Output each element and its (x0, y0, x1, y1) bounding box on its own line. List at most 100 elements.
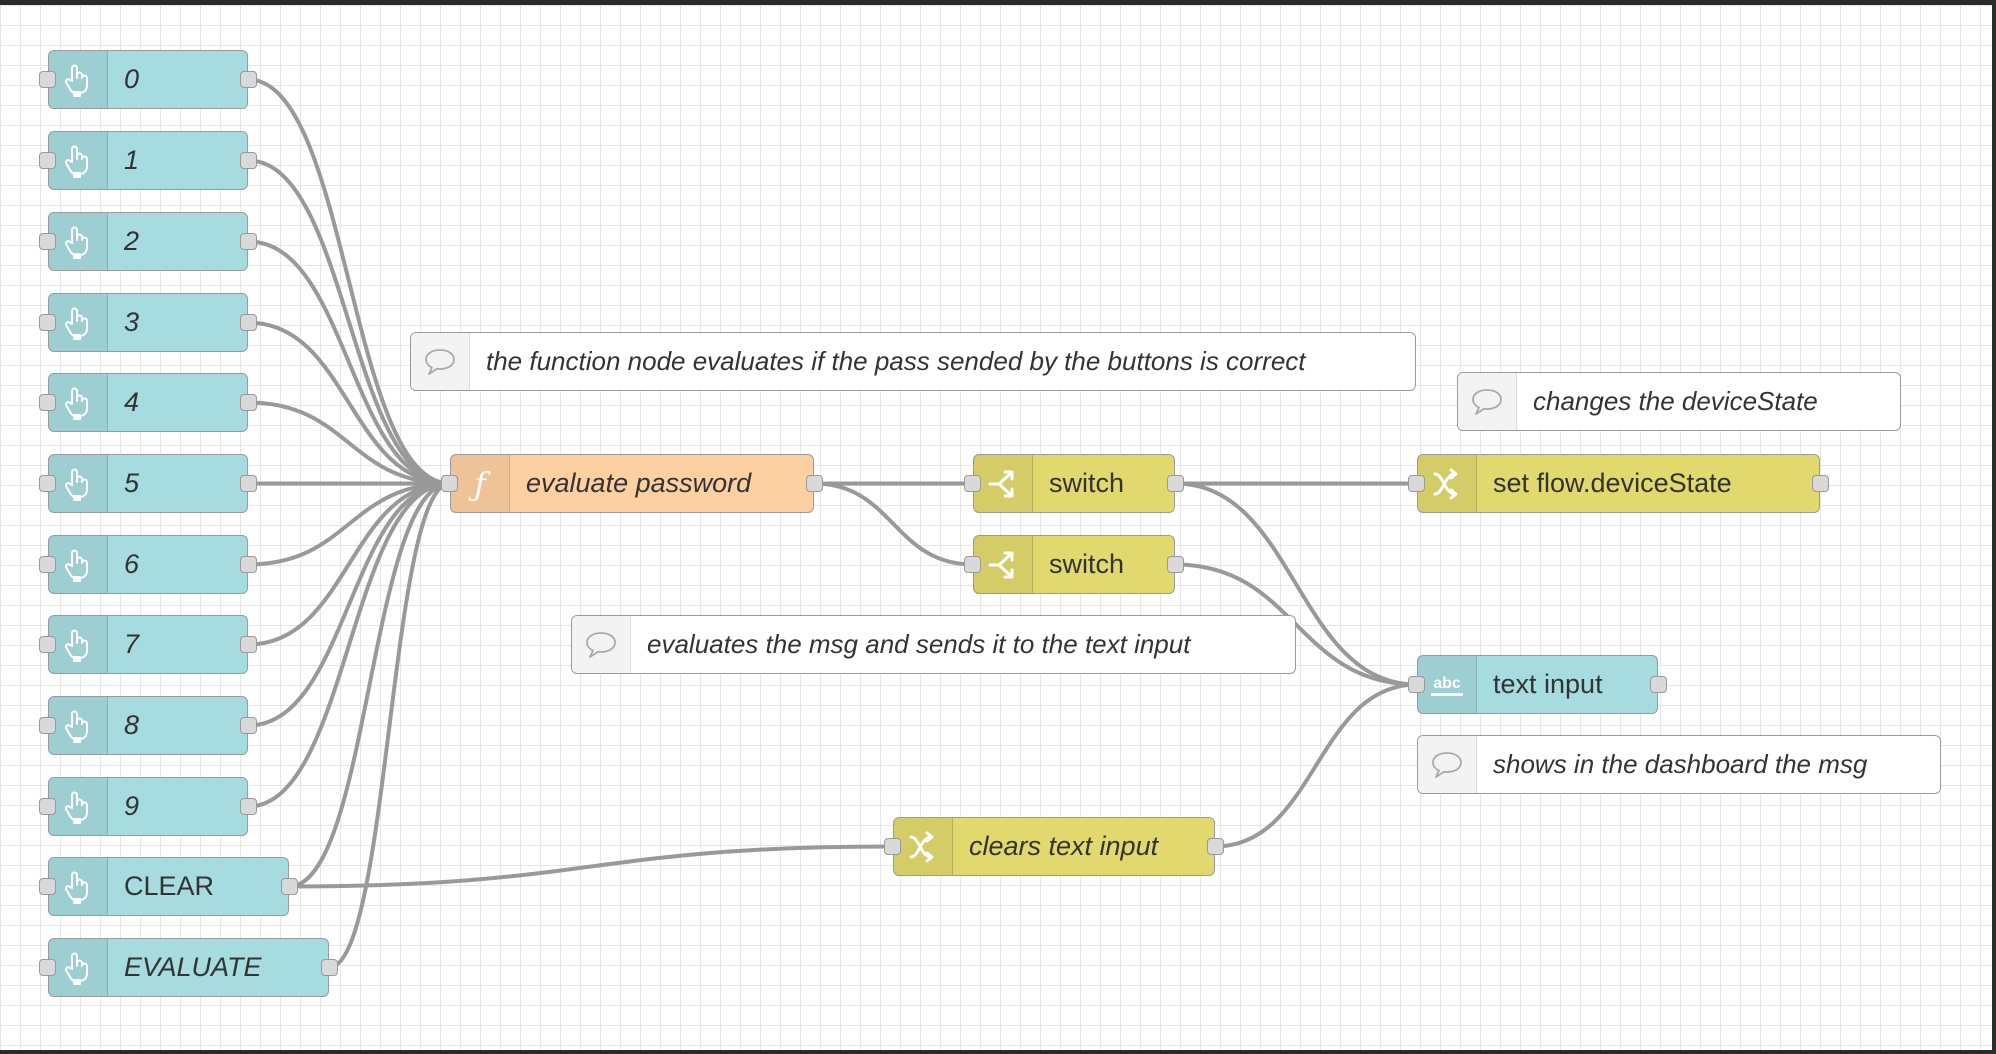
comment-bubble-icon (572, 616, 631, 673)
inject-node-clear[interactable]: CLEAR (39, 857, 298, 916)
wire-func-to-sw2[interactable] (813, 481, 974, 567)
input-port[interactable] (39, 474, 56, 492)
change-node-clears-text-input[interactable]: clears text input (884, 817, 1224, 876)
inject-node-1[interactable]: 1 (39, 131, 257, 190)
input-port[interactable] (884, 837, 901, 855)
shuffle-icon (1418, 455, 1477, 512)
output-port[interactable] (240, 555, 257, 573)
input-port[interactable] (39, 313, 56, 331)
wire-inj1-to-func[interactable] (247, 158, 451, 486)
inject-node-2[interactable]: 2 (39, 212, 257, 271)
output-port[interactable] (240, 313, 257, 331)
input-port[interactable] (1408, 474, 1425, 492)
output-port[interactable] (1167, 555, 1184, 573)
output-port[interactable] (240, 393, 257, 411)
function-node-evaluate-password[interactable]: ƒ evaluate password (441, 454, 823, 513)
wire-inj4-to-func[interactable] (247, 400, 451, 486)
wire-inj7-to-func[interactable] (247, 481, 451, 647)
hand-pointer-icon (49, 939, 108, 996)
output-port[interactable] (240, 716, 257, 734)
input-port[interactable] (964, 474, 981, 492)
output-port[interactable] (806, 474, 823, 492)
comment-node-evaluate[interactable]: evaluates the msg and sends it to the te… (571, 615, 1296, 674)
inject-node-evaluate[interactable]: EVALUATE (39, 938, 338, 997)
wire-injEval-to-func[interactable] (328, 481, 451, 970)
node-label: 5 (124, 468, 140, 498)
input-port[interactable] (39, 797, 56, 815)
inject-node-8[interactable]: 8 (39, 696, 257, 755)
comment-text: the function node evaluates if the pass … (486, 346, 1306, 376)
output-port[interactable] (240, 797, 257, 815)
hand-pointer-icon (49, 374, 108, 431)
wire-inj8-to-func[interactable] (247, 481, 451, 728)
inject-node-3[interactable]: 3 (39, 293, 257, 352)
wire-inj9-to-func[interactable] (247, 481, 451, 809)
node-label: 7 (124, 629, 140, 659)
node-label: evaluate password (526, 468, 752, 498)
input-port[interactable] (39, 635, 56, 653)
input-port[interactable] (39, 877, 56, 895)
input-port[interactable] (39, 70, 56, 88)
node-label: 1 (124, 145, 140, 175)
inject-node-9[interactable]: 9 (39, 777, 257, 836)
comment-text: changes the deviceState (1533, 386, 1818, 416)
input-port[interactable] (1408, 675, 1425, 693)
wire-injClear-to-func[interactable] (288, 481, 451, 889)
inject-node-6[interactable]: 6 (39, 535, 257, 594)
output-port[interactable] (281, 877, 298, 895)
inject-node-4[interactable]: 4 (39, 373, 257, 432)
wire-clearText-to-textInput[interactable] (1214, 682, 1418, 849)
output-port[interactable] (1812, 474, 1829, 492)
switch-node-1[interactable]: switch (964, 454, 1184, 513)
input-port[interactable] (39, 232, 56, 250)
hand-pointer-icon (49, 51, 108, 108)
input-port[interactable] (39, 958, 56, 976)
wire-injClear-to-clearText[interactable] (288, 844, 894, 889)
output-port[interactable] (240, 635, 257, 653)
hand-pointer-icon (49, 697, 108, 754)
output-port[interactable] (240, 232, 257, 250)
inject-node-7[interactable]: 7 (39, 615, 257, 674)
wire-inj3-to-func[interactable] (247, 320, 451, 486)
inject-node-5[interactable]: 5 (39, 454, 257, 513)
output-port[interactable] (1207, 837, 1224, 855)
input-port[interactable] (39, 555, 56, 573)
node-label: 4 (124, 387, 140, 417)
wire-inj0-to-func[interactable] (247, 77, 451, 486)
comment-node-function[interactable]: the function node evaluates if the pass … (410, 332, 1416, 391)
wire-inj2-to-func[interactable] (247, 239, 451, 486)
output-port[interactable] (240, 151, 257, 169)
node-label: CLEAR (124, 871, 215, 901)
node-label: 9 (124, 791, 140, 821)
comment-node-dashboard[interactable]: shows in the dashboard the msg (1417, 735, 1941, 794)
node-label: clears text input (969, 831, 1159, 861)
input-port[interactable] (39, 393, 56, 411)
input-port[interactable] (39, 151, 56, 169)
inject-node-0[interactable]: 0 (39, 50, 257, 109)
comment-bubble-icon (1418, 736, 1477, 793)
output-port[interactable] (240, 474, 257, 492)
switch-icon (974, 536, 1033, 593)
switch-node-2[interactable]: switch (964, 535, 1184, 594)
switch-icon (974, 455, 1033, 512)
text-input-node[interactable]: abc text input (1408, 655, 1667, 714)
wire-sw2-to-textInput[interactable] (1174, 562, 1418, 687)
output-port[interactable] (1167, 474, 1184, 492)
wire-inj6-to-func[interactable] (247, 481, 451, 567)
input-port[interactable] (964, 555, 981, 573)
change-node-set-device-state[interactable]: set flow.deviceState (1408, 454, 1829, 513)
node-label: 3 (124, 307, 140, 337)
output-port[interactable] (321, 958, 338, 976)
wire-sw1-to-textInput[interactable] (1174, 481, 1418, 687)
svg-text:abc: abc (1433, 675, 1461, 692)
output-port[interactable] (240, 70, 257, 88)
flow-canvas[interactable]: 0 1 2 3 4 5 6 7 (0, 5, 1992, 1050)
input-port[interactable] (441, 474, 458, 492)
input-port[interactable] (39, 716, 56, 734)
shuffle-icon (894, 818, 953, 875)
comment-node-state[interactable]: changes the deviceState (1457, 372, 1901, 431)
comment-text: evaluates the msg and sends it to the te… (647, 629, 1191, 659)
hand-pointer-icon (49, 778, 108, 835)
output-port[interactable] (1650, 675, 1667, 693)
node-label: 0 (124, 64, 140, 94)
